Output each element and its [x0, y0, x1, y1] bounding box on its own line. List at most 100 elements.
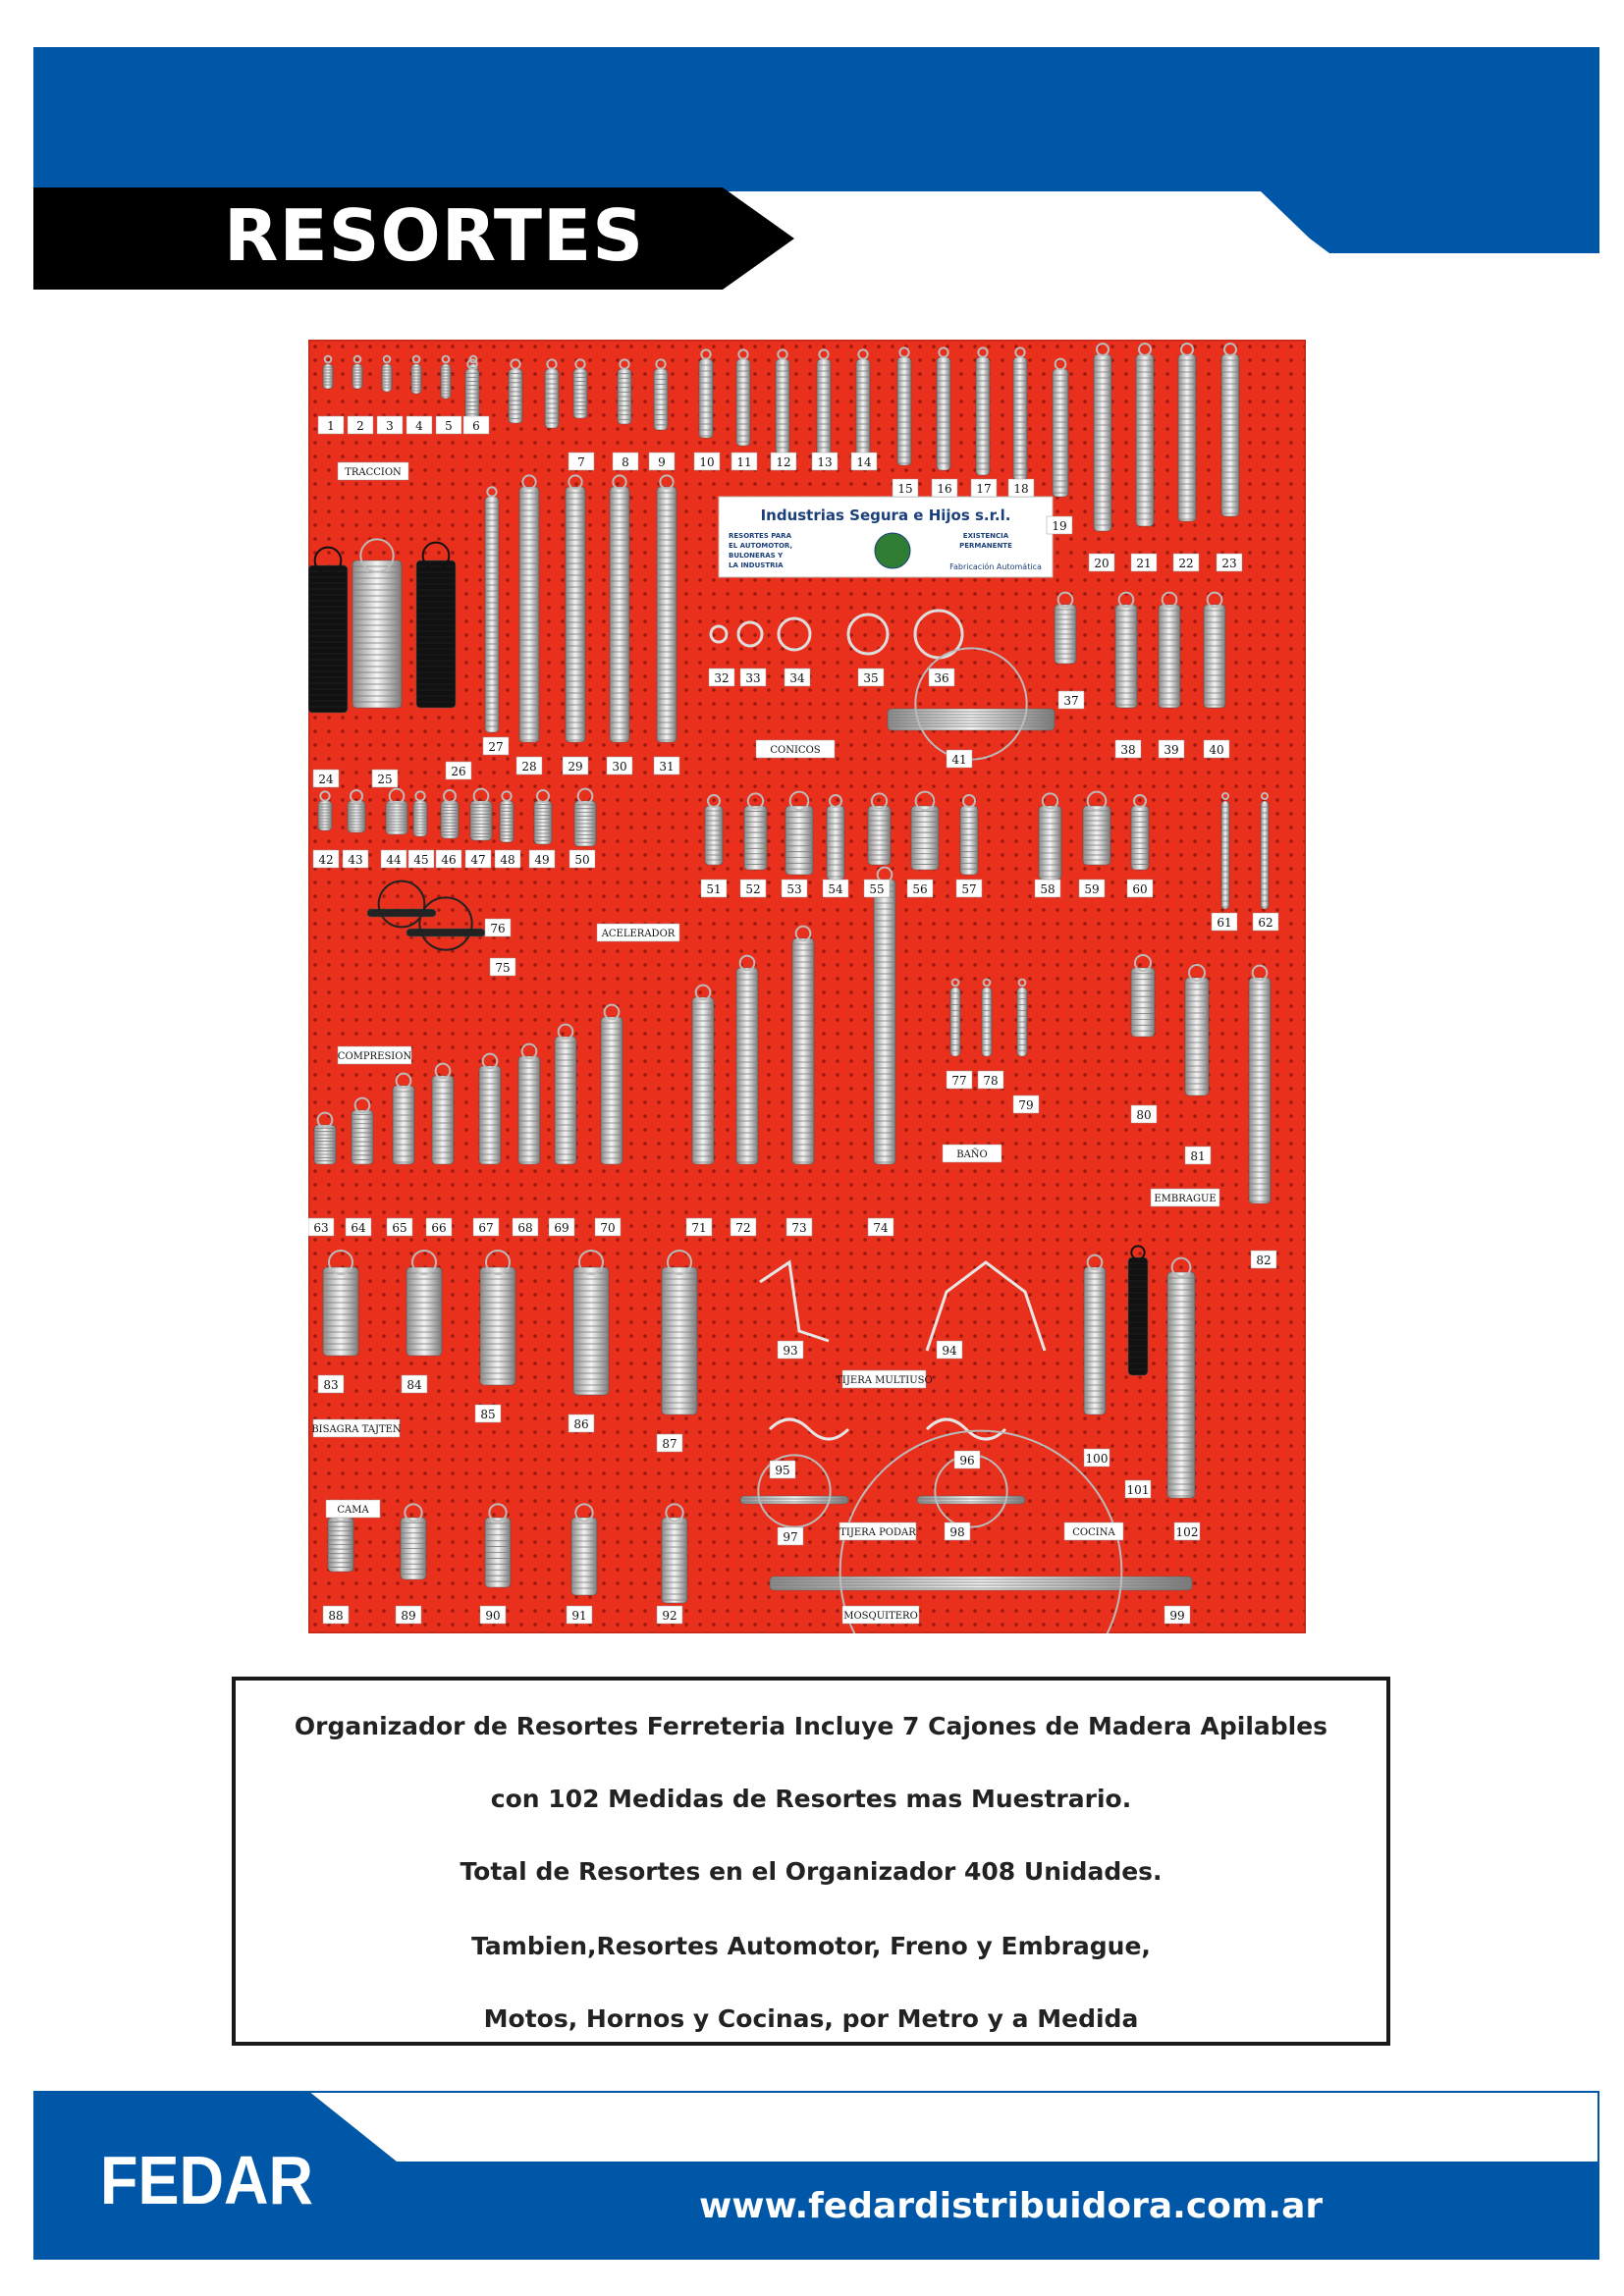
item-number-tag: 14	[850, 452, 878, 471]
svg-text:3: 3	[386, 419, 394, 433]
website-url[interactable]: www.fedardistribuidora.com.ar	[699, 2186, 1324, 2226]
description-line: Total de Resortes en el Organizador 408 …	[460, 1857, 1163, 1886]
item-number-tag: 39	[1158, 739, 1185, 759]
item-number-tag: 47	[464, 849, 492, 869]
item-number-tag: 61	[1211, 912, 1238, 932]
item-number-tag: 18	[1007, 478, 1035, 498]
sign-right-line: EXISTENCIA	[963, 532, 1009, 540]
spring	[484, 486, 500, 733]
section-label: BISAGRA TAJTEN	[311, 1418, 402, 1438]
spring	[533, 789, 553, 845]
item-number-tag: 4	[406, 415, 433, 435]
item-number-tag: 78	[977, 1070, 1004, 1090]
spring	[570, 1503, 598, 1596]
spring	[385, 787, 408, 835]
spring	[785, 790, 814, 876]
svg-text:88: 88	[328, 1609, 343, 1623]
svg-text:8: 8	[622, 455, 629, 469]
svg-text:24: 24	[318, 773, 334, 786]
item-number-tag: 5	[435, 415, 462, 435]
svg-text:60: 60	[1132, 882, 1147, 896]
item-number-tag: 53	[781, 879, 808, 898]
item-number-tag: 63	[308, 1217, 335, 1237]
item-number-tag: 34	[784, 667, 811, 687]
item-number-tag: 27	[482, 736, 510, 756]
item-number-tag: 7	[568, 452, 595, 471]
item-number-tag: 6	[462, 415, 490, 435]
svg-text:ACELERADOR: ACELERADOR	[601, 929, 676, 939]
section-label: TRACCION	[337, 461, 409, 481]
item-number-tag: 54	[822, 879, 849, 898]
spring	[735, 348, 751, 447]
svg-text:36: 36	[934, 671, 948, 685]
spring	[431, 1062, 455, 1165]
item-number-tag: 69	[548, 1217, 575, 1237]
svg-text:58: 58	[1040, 882, 1055, 896]
spring	[1052, 357, 1069, 498]
item-number-tag: 65	[386, 1217, 413, 1237]
spring	[518, 474, 540, 743]
item-number-tag: 102	[1173, 1522, 1201, 1541]
description-box: Organizador de Resortes Ferreteria Inclu…	[232, 1677, 1390, 2046]
svg-text:57: 57	[961, 882, 976, 896]
sign-bottom-right: Fabricación Automática	[949, 561, 1042, 571]
spring	[440, 354, 452, 400]
sign-left-line: LA INDUSTRIA	[729, 561, 784, 569]
header-shapes	[33, 187, 1599, 290]
title-tab	[33, 187, 794, 290]
item-number-tag: 44	[380, 849, 407, 869]
svg-text:14: 14	[856, 455, 872, 469]
item-number-tag: 20	[1088, 553, 1115, 572]
svg-text:MOSQUITERO: MOSQUITERO	[843, 1611, 918, 1622]
spring	[392, 1072, 415, 1165]
item-number-tag: 68	[512, 1217, 539, 1237]
spring	[1012, 347, 1028, 481]
item-number-tag: 12	[770, 452, 797, 471]
item-number-tag: 95	[769, 1460, 796, 1479]
section-label: TIJERA MULTIUSO	[836, 1369, 933, 1389]
svg-text:CONICOS: CONICOS	[770, 745, 820, 756]
svg-text:74: 74	[873, 1221, 889, 1235]
spring	[1158, 591, 1181, 709]
svg-text:21: 21	[1136, 557, 1151, 570]
item-number-tag: 70	[594, 1217, 622, 1237]
spring	[322, 354, 334, 390]
item-number-tag: 13	[811, 452, 839, 471]
item-number-tag: 66	[425, 1217, 453, 1237]
spring	[1184, 964, 1210, 1096]
svg-text:TRACCION: TRACCION	[345, 467, 402, 478]
item-number-tag: 59	[1078, 879, 1106, 898]
description-line: con 102 Medidas de Resortes mas Muestrar…	[490, 1785, 1132, 1813]
brand-logo: FEDAR	[100, 2142, 313, 2218]
spring	[661, 1250, 698, 1415]
svg-text:26: 26	[451, 765, 465, 778]
svg-text:BISAGRA TAJTEN: BISAGRA TAJTEN	[311, 1424, 402, 1435]
item-number-tag: 38	[1114, 739, 1142, 759]
spring	[1135, 343, 1155, 527]
svg-text:85: 85	[480, 1408, 495, 1421]
sign-globe-icon	[874, 532, 911, 569]
spring	[769, 1429, 1193, 1633]
spring	[508, 358, 523, 424]
svg-text:64: 64	[351, 1221, 366, 1235]
item-number-tag: 32	[708, 667, 735, 687]
page-title: RESORTES	[224, 194, 645, 277]
sign-right-line: PERMANENTE	[959, 542, 1012, 550]
item-number-tag: 58	[1034, 879, 1061, 898]
item-number-tag: 24	[312, 769, 340, 788]
svg-text:76: 76	[490, 922, 505, 935]
spring	[735, 954, 759, 1165]
svg-text:44: 44	[386, 853, 402, 867]
svg-text:13: 13	[817, 455, 832, 469]
item-number-tag: 29	[562, 756, 589, 775]
spring	[896, 347, 912, 466]
item-number-tag: 1	[317, 415, 345, 435]
item-number-tag: 77	[946, 1070, 973, 1090]
item-number-tag: 3	[376, 415, 404, 435]
spring	[1248, 964, 1272, 1204]
svg-text:87: 87	[662, 1437, 677, 1451]
spring	[855, 348, 871, 470]
svg-text:17: 17	[976, 482, 991, 496]
description-line: Tambien,Resortes Automotor, Freno y Embr…	[471, 1932, 1151, 1960]
spring	[308, 546, 349, 714]
